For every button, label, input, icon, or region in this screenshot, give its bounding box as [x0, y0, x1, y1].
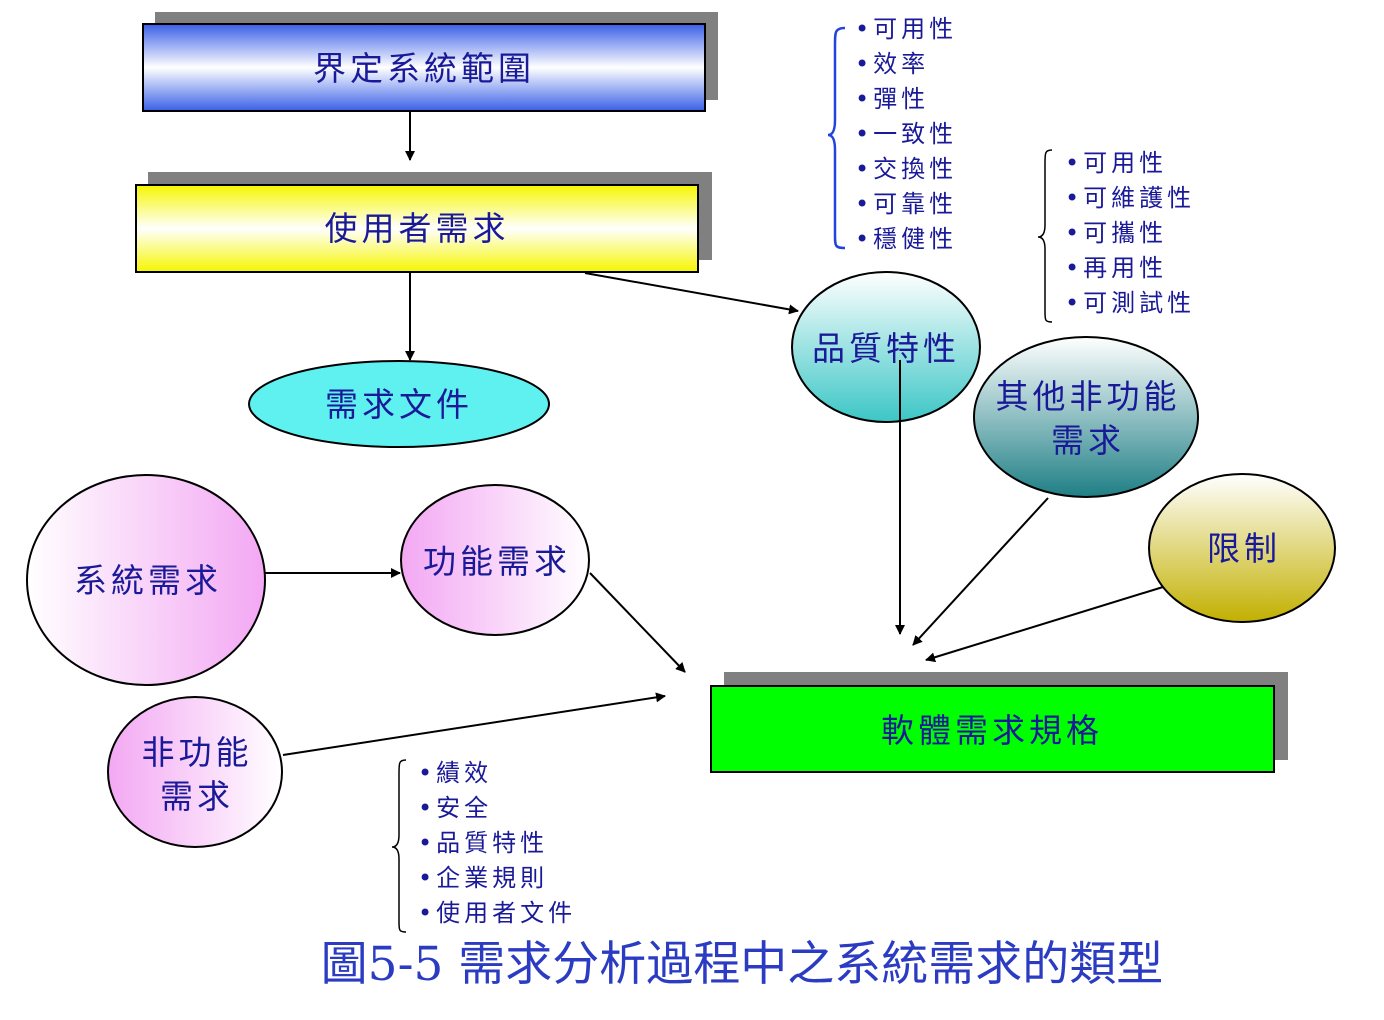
functional-requirements-node: 功能需求 [400, 484, 590, 636]
other-list-item: •再用性 [1065, 254, 1167, 282]
nonfunctional-list-item: •企業規則 [418, 864, 548, 892]
quality-list-item: •一致性 [855, 120, 957, 148]
quality-list-item: •彈性 [855, 85, 929, 113]
nonfunctional-list: •績效 •安全 •品質特性 •企業規則 •使用者文件 [418, 759, 576, 927]
software-spec-box: 軟體需求規格 [710, 672, 1288, 773]
user-requirements-box: 使用者需求 [135, 172, 712, 273]
other-list-item: •可測試性 [1065, 289, 1195, 317]
nonfunctional-requirements-node: 非功能 需求 [107, 696, 283, 848]
other-nonfunctional-node: 其他非功能 需求 [973, 336, 1199, 498]
arrow-functional-to-spec [589, 572, 686, 673]
constraints-label: 限制 [1207, 529, 1281, 568]
quality-list: •可用性 •效率 •彈性 •一致性 •交換性 •可靠性 •穩健性 [855, 15, 957, 253]
nonfunctional-list-brace [391, 759, 407, 933]
quality-list-item: •穩健性 [855, 225, 957, 253]
user-requirements-label: 使用者需求 [325, 209, 510, 248]
quality-list-item: •可用性 [855, 15, 957, 43]
quality-list-item: •效率 [855, 50, 929, 78]
system-requirements-label: 系統需求 [74, 561, 222, 600]
figure-caption: 圖5-5 需求分析過程中之系統需求的類型 [321, 937, 1164, 992]
nonfunctional-label-line2: 需求 [160, 777, 234, 816]
nonfunctional-list-item: •使用者文件 [418, 899, 576, 927]
define-scope-box: 界定系統範圍 [142, 12, 718, 112]
quality-list-brace [827, 26, 846, 250]
other-list-brace [1037, 149, 1053, 323]
other-list-item: •可維護性 [1065, 184, 1195, 212]
nonfunctional-list-item: •品質特性 [418, 829, 548, 857]
requirements-document-label: 需求文件 [325, 385, 473, 424]
nonfunctional-list-item: •安全 [418, 794, 492, 822]
requirements-document-node: 需求文件 [248, 360, 550, 448]
nonfunctional-list-item: •績效 [418, 759, 492, 787]
software-spec-label: 軟體需求規格 [881, 711, 1103, 750]
arrow-constraints-to-spec [925, 586, 1164, 663]
quality-attributes-label: 品質特性 [812, 329, 960, 368]
arrow-user-to-quality [584, 272, 799, 315]
constraints-node: 限制 [1148, 473, 1336, 623]
quality-attributes-node: 品質特性 [791, 271, 981, 423]
define-scope-label: 界定系統範圍 [313, 49, 535, 88]
functional-requirements-label: 功能需求 [423, 542, 571, 581]
other-list: •可用性 •可維護性 •可攜性 •再用性 •可測試性 [1065, 149, 1195, 317]
other-list-item: •可攜性 [1065, 219, 1167, 247]
quality-list-item: •交換性 [855, 155, 957, 183]
nonfunctional-label-line1: 非功能 [142, 733, 253, 772]
system-requirements-node: 系統需求 [26, 474, 266, 686]
other-list-item: •可用性 [1065, 149, 1167, 177]
arrow-nonfunctional-to-spec [282, 692, 666, 756]
arrow-other-to-spec [912, 497, 1049, 646]
other-nonfunctional-label-line2: 需求 [1051, 421, 1125, 460]
other-nonfunctional-label-line1: 其他非功能 [996, 377, 1181, 416]
quality-list-item: •可靠性 [855, 190, 957, 218]
